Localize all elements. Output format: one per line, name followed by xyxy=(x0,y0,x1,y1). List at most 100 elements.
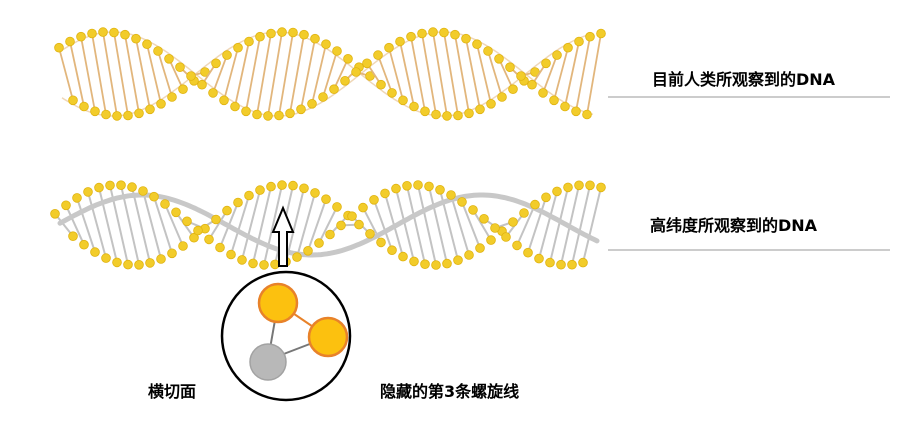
nucleotide-node xyxy=(479,214,489,224)
base-pair-rung xyxy=(245,36,261,112)
gray-rung xyxy=(76,197,96,253)
nucleotide-node xyxy=(90,247,100,257)
nucleotide-node xyxy=(365,229,375,239)
base-pair-rung xyxy=(223,47,239,101)
nucleotide-node xyxy=(299,29,309,40)
nucleotide-node xyxy=(94,182,104,193)
nucleotide-node xyxy=(164,53,174,64)
base-pair-rung xyxy=(256,33,272,115)
base-pair-rung xyxy=(553,47,569,101)
base-pair-rung xyxy=(80,36,96,112)
nucleotide-node xyxy=(244,190,254,201)
nucleotide-node xyxy=(277,180,287,190)
nucleotide-node xyxy=(442,258,452,269)
nucleotide-node xyxy=(552,50,562,60)
base-pair-rung xyxy=(267,31,283,117)
base-pair-rung xyxy=(135,38,151,110)
base-pair-rung xyxy=(388,47,404,101)
base-pair-rung xyxy=(432,31,448,117)
nucleotide-node xyxy=(182,216,192,227)
base-pair-rung xyxy=(157,50,173,98)
nucleotide-node xyxy=(395,36,405,47)
nucleotide-node xyxy=(134,108,144,119)
nucleotide-node xyxy=(560,101,570,112)
nucleotide-node xyxy=(369,195,379,205)
nucleotide-node xyxy=(439,27,449,38)
nucleotide-node xyxy=(105,180,115,191)
nucleotide-node xyxy=(98,27,108,37)
nucleotide-node xyxy=(123,110,133,121)
nucleotide-node xyxy=(406,31,416,42)
nucleotide-node xyxy=(160,199,170,209)
nucleotide-node xyxy=(310,188,320,198)
nucleotide-node xyxy=(127,182,137,192)
base-pair-rung xyxy=(421,33,437,115)
nucleotide-node xyxy=(277,27,287,37)
gray-rung xyxy=(395,188,415,262)
nucleotide-node xyxy=(596,182,606,193)
nucleotide-node xyxy=(288,180,298,191)
base-pair-rung xyxy=(498,58,514,90)
nucleotide-node xyxy=(530,199,540,210)
nucleotide-node xyxy=(134,259,144,270)
base-pair-rung xyxy=(399,41,415,107)
gray-rung xyxy=(153,196,173,254)
gray-rung xyxy=(373,199,393,251)
nucleotide-node xyxy=(541,58,551,69)
nucleotide-node xyxy=(527,79,537,90)
base-pair-rung xyxy=(377,54,393,94)
gray-rung xyxy=(285,188,305,262)
strand-node-2 xyxy=(307,316,349,358)
nucleotide-node xyxy=(248,258,258,269)
nucleotide-node xyxy=(142,39,152,49)
nucleotide-node xyxy=(549,95,559,106)
nucleotide-node xyxy=(197,79,207,90)
gray-rung xyxy=(87,191,107,259)
nucleotide-node xyxy=(123,259,133,270)
nucleotide-node xyxy=(61,200,71,211)
base-pair-rung xyxy=(564,41,580,107)
nucleotide-node xyxy=(461,33,471,44)
nucleotide-node xyxy=(417,28,427,39)
nucleotide-node xyxy=(145,258,155,268)
nucleotide-node xyxy=(431,260,441,270)
nucleotide-node xyxy=(54,42,64,53)
nucleotide-node xyxy=(204,234,214,245)
nucleotide-node xyxy=(222,50,232,60)
nucleotide-node xyxy=(340,76,350,86)
nucleotide-node xyxy=(384,42,394,53)
gray-rung xyxy=(318,206,338,244)
nucleotide-node xyxy=(112,111,122,121)
nucleotide-node xyxy=(296,104,306,115)
nucleotide-node xyxy=(116,180,126,191)
gray-rung xyxy=(241,189,261,261)
base-pair-rung xyxy=(542,54,558,94)
nucleotide-node xyxy=(50,209,60,219)
base-pair-rung xyxy=(58,47,74,101)
gray-rung xyxy=(307,198,327,252)
nucleotide-node xyxy=(464,250,474,260)
base-pair-rung xyxy=(575,36,591,112)
nucleotide-node xyxy=(72,193,82,203)
nucleotide-node xyxy=(582,109,592,120)
nucleotide-node xyxy=(171,207,181,218)
nucleotide-node xyxy=(424,181,434,192)
nucleotide-node xyxy=(259,260,269,270)
nucleotide-node xyxy=(585,180,595,191)
nucleotide-node xyxy=(68,231,78,242)
nucleotide-node xyxy=(237,255,247,265)
nucleotide-node xyxy=(571,106,581,117)
nucleotide-node xyxy=(567,259,577,270)
label-current-dna: 目前人类所观察到的DNA xyxy=(652,70,836,89)
gray-rung xyxy=(98,187,118,263)
nucleotide-node xyxy=(534,253,544,264)
nucleotide-node xyxy=(486,235,496,245)
nucleotide-node xyxy=(497,92,507,102)
nucleotide-node xyxy=(446,190,456,200)
nucleotide-node xyxy=(156,254,166,264)
hidden-strand-node xyxy=(249,343,287,381)
nucleotide-node xyxy=(516,71,526,81)
base-pair-rung xyxy=(124,34,140,114)
nucleotide-node xyxy=(101,253,111,263)
